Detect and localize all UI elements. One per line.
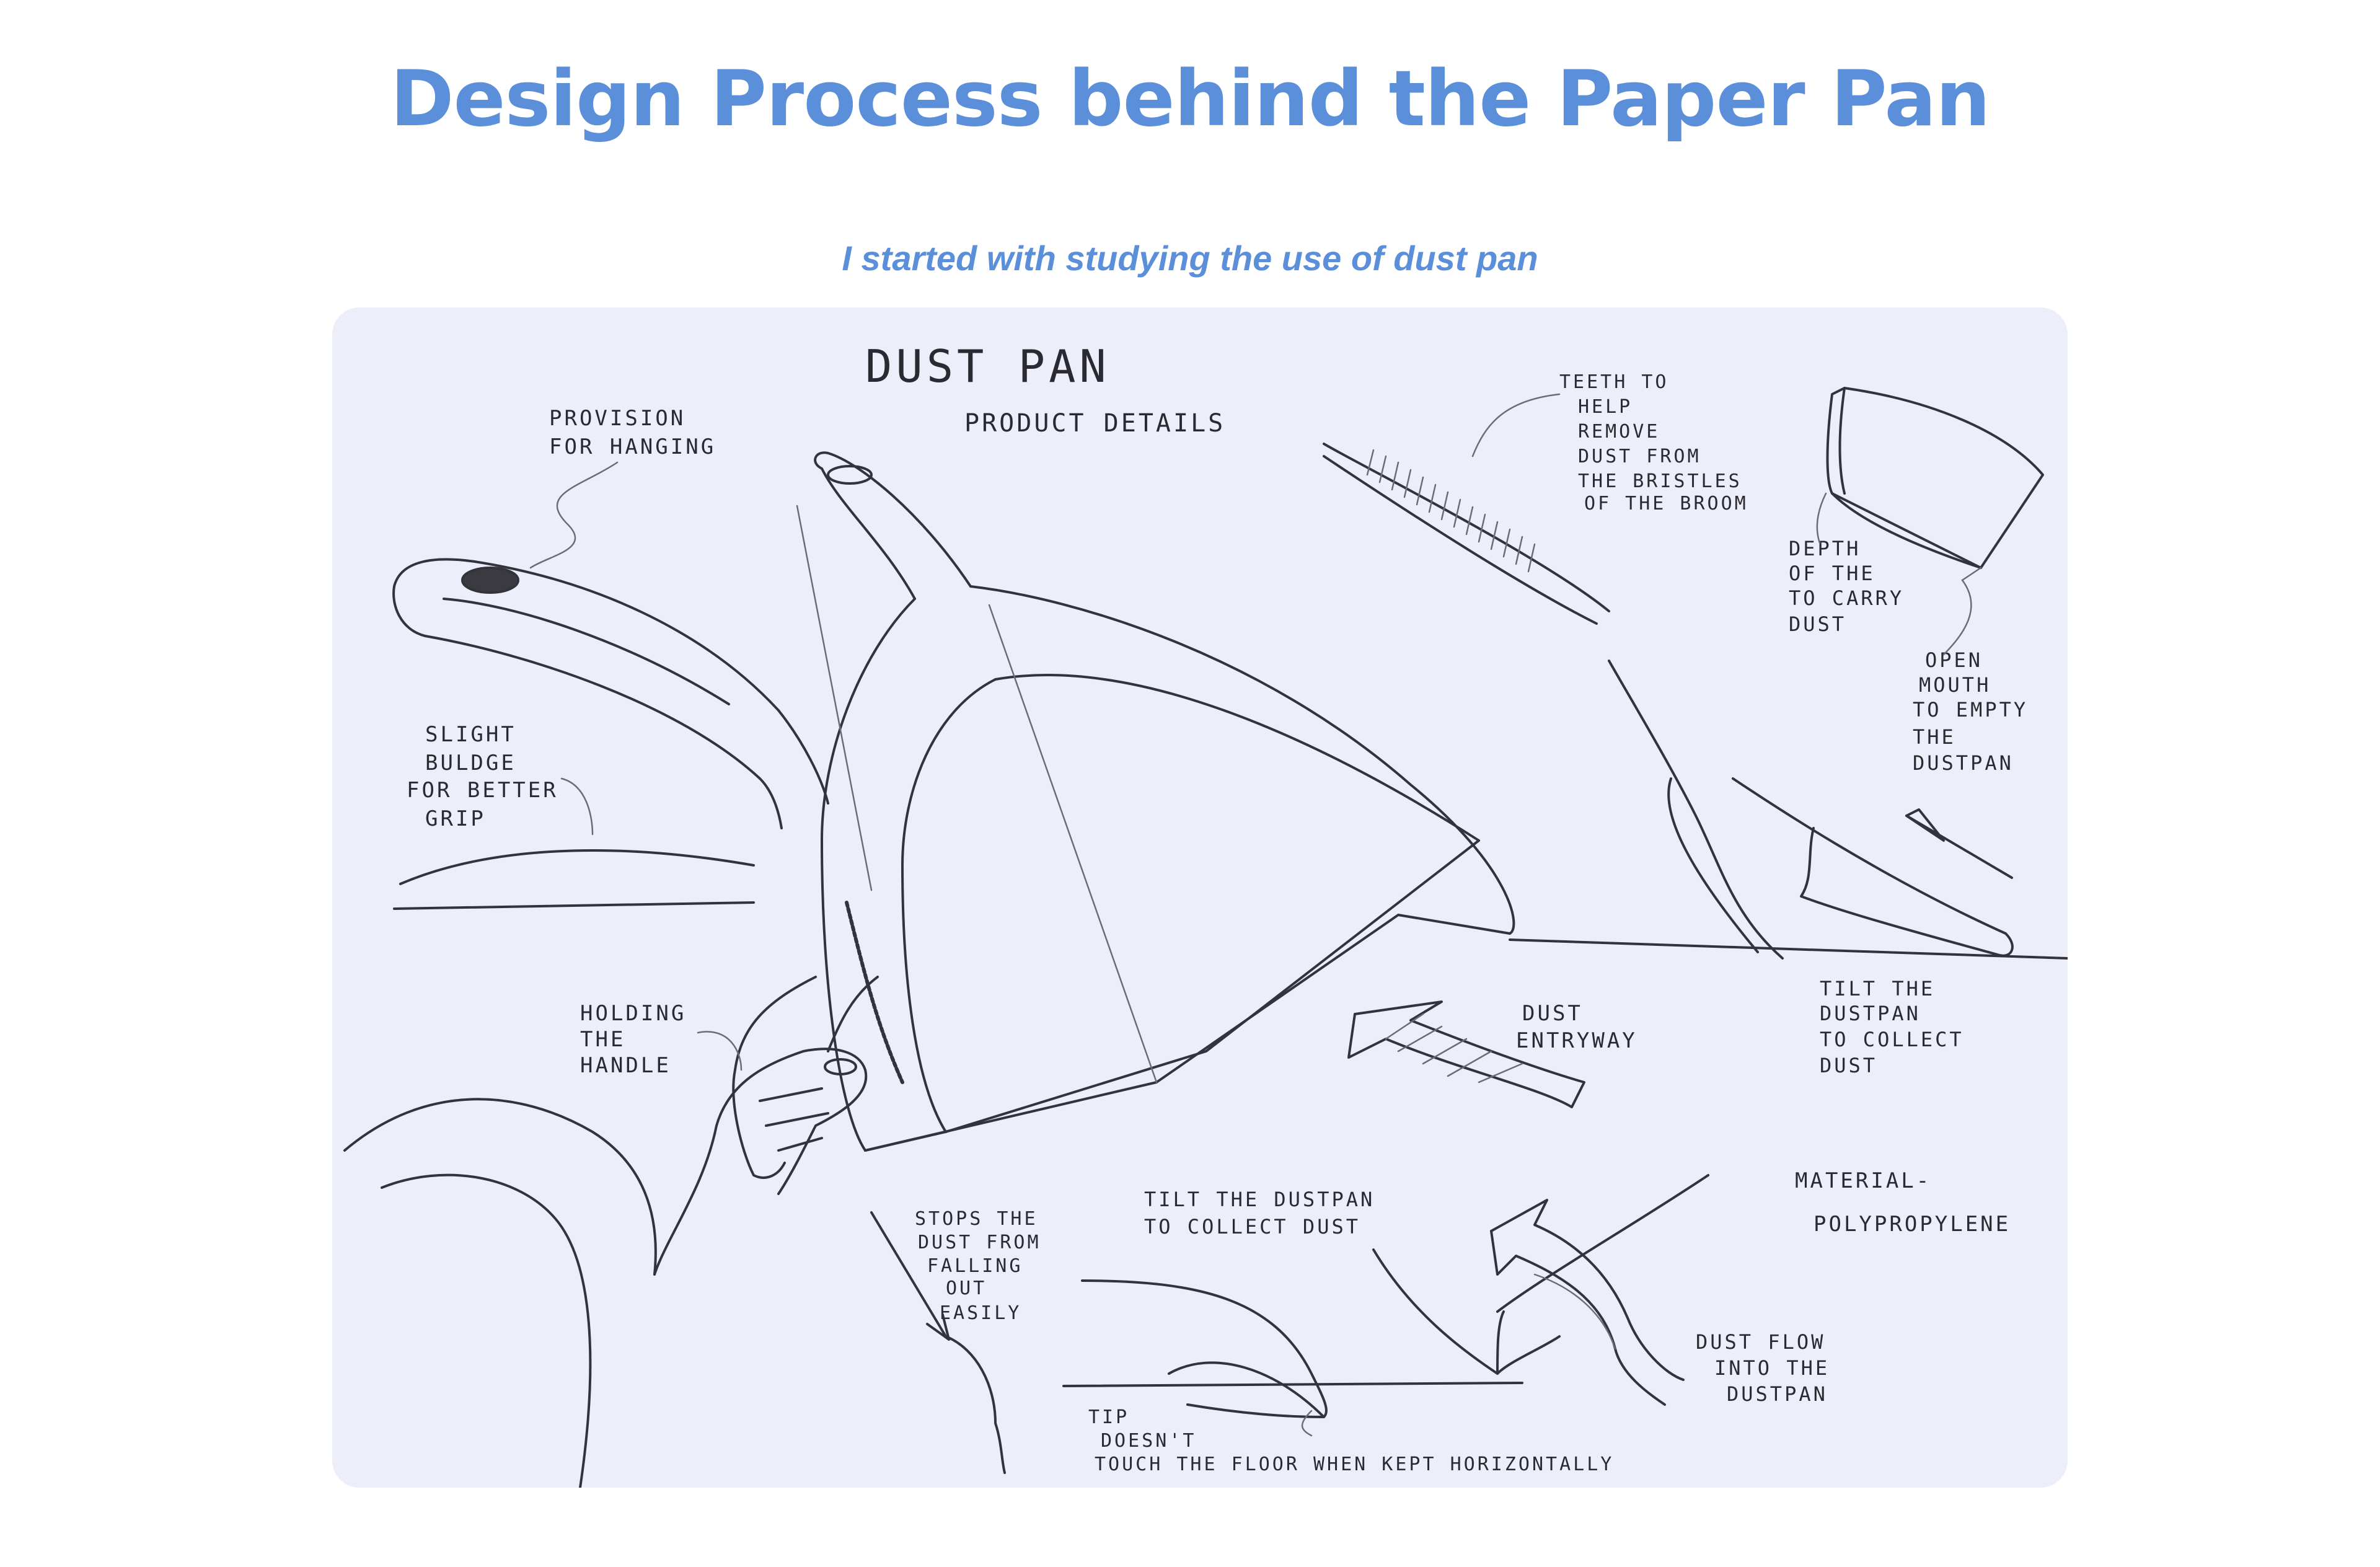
note-depth-3: TO CARRY [1789, 586, 1904, 610]
note-material-1: MATERIAL- [1795, 1168, 1931, 1193]
note-teeth-3: REMOVE [1578, 421, 1660, 443]
note-slight-1: SLIGHT [425, 722, 516, 747]
note-teeth-5: THE BRISTLES [1578, 470, 1742, 492]
note-material-2: POLYPROPYLENE [1814, 1212, 2011, 1237]
note-slight-4: GRIP [425, 806, 486, 831]
note-slight-2: BULDGE [425, 751, 516, 775]
note-holding-2: THE [580, 1027, 625, 1052]
note-tip-3: TOUCH THE FLOOR WHEN KEPT HORIZONTALLY [1095, 1454, 1614, 1475]
pan-side-view-drawing [1826, 387, 2044, 569]
arrow-holding [697, 1031, 743, 1071]
stops-lip-drawing [870, 1211, 1006, 1474]
teeth-detail-drawing [1323, 443, 2068, 960]
page-subtitle: I started with studying the use of dust … [842, 239, 1538, 278]
note-tilt-3: TO COLLECT [1820, 1028, 1964, 1051]
note-tip-1: TIP [1088, 1406, 1129, 1428]
note-tilt-1: TILT THE [1820, 977, 1935, 1000]
sketch-heading: DUST PAN [865, 340, 1110, 392]
note-stops-3: FALLING [927, 1255, 1023, 1277]
note-tilt-4: DUST [1820, 1054, 1877, 1077]
grip-curve [399, 849, 755, 885]
note-flow-2: INTO THE [1714, 1356, 1830, 1380]
note-stops-1: STOPS THE [915, 1208, 1038, 1230]
grip-baseline [393, 901, 755, 910]
arrow-slight [560, 777, 594, 836]
note-teeth-1: TEETH TO [1559, 371, 1669, 393]
note-flow-3: DUSTPAN [1727, 1382, 1828, 1406]
note-depth-1: DEPTH [1789, 537, 1861, 560]
note-stops-5: EASILY [940, 1302, 1021, 1324]
note-provision-2: FOR HANGING [549, 435, 716, 459]
dust-pan-main-drawing [796, 451, 1515, 1152]
note-tiltpan-2: TO COLLECT DUST [1144, 1215, 1360, 1238]
note-stops-4: OUT [946, 1278, 987, 1299]
note-tip-2: DOESN'T [1101, 1430, 1196, 1452]
dust-entry-arrow [1347, 1000, 1585, 1108]
note-entry-2: ENTRYWAY [1516, 1028, 1637, 1053]
note-provision-1: PROVISION [549, 406, 685, 431]
note-open-3: TO EMPTY [1913, 698, 2028, 722]
tilt-profile-drawing [1062, 1279, 1523, 1437]
note-open-2: MOUTH [1919, 673, 1991, 697]
note-teeth-2: HELP [1578, 396, 1633, 418]
note-entry-1: DUST [1522, 1001, 1583, 1026]
note-teeth-6: OF THE BROOM [1584, 493, 1748, 514]
arrow-open [1942, 567, 1982, 656]
note-holding-1: HOLDING [580, 1001, 686, 1026]
note-open-4: THE [1913, 725, 1956, 749]
note-depth-4: DUST [1789, 612, 1846, 636]
note-holding-3: HANDLE [580, 1053, 671, 1078]
note-tiltpan-1: TILT THE DUSTPAN [1144, 1188, 1375, 1211]
dust-pan-sketch: DUST PAN PRODUCT DETAILS PROVISION FOR H… [343, 340, 2068, 1488]
note-teeth-4: DUST FROM [1578, 446, 1701, 467]
note-depth-2: OF THE [1789, 562, 1875, 585]
sketch-card: DUST PAN PRODUCT DETAILS PROVISION FOR H… [332, 307, 2068, 1488]
note-stops-2: DUST FROM [918, 1232, 1041, 1253]
page-title: Design Process behind the Paper Pan [390, 55, 1991, 144]
note-slight-3: FOR BETTER [407, 778, 558, 803]
dust-flow-drawing [1372, 1174, 1709, 1406]
arrow-provision [529, 461, 619, 569]
note-open-5: DUSTPAN [1913, 751, 2014, 775]
stops-arrow-head [926, 1313, 950, 1341]
arrow-teeth [1471, 393, 1561, 457]
note-tilt-2: DUSTPAN [1820, 1002, 1921, 1025]
note-open-1: OPEN [1925, 648, 1983, 672]
sketch-subheading: PRODUCT DETAILS [964, 409, 1225, 438]
handle-closeup-drawing [392, 558, 829, 829]
arrow-depth [1816, 492, 1827, 544]
note-flow-1: DUST FLOW [1696, 1330, 1825, 1354]
